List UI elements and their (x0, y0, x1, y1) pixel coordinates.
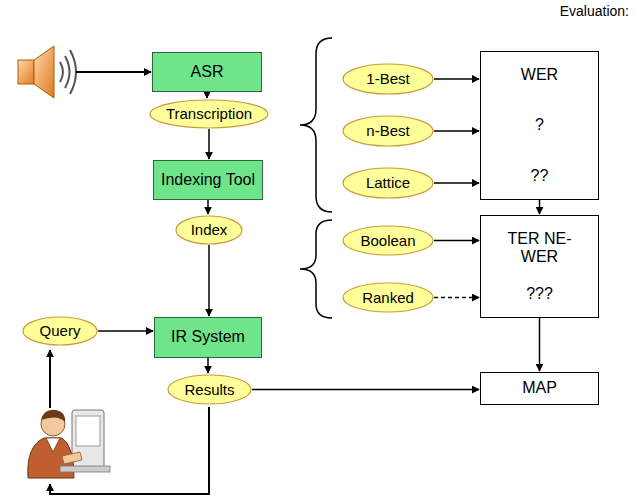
data-ellipse: 1-Best (342, 63, 434, 95)
flow-arrow (252, 389, 479, 391)
text-stack: WER??? (521, 66, 558, 185)
process-box: ASR (152, 52, 262, 92)
node-text: 1-Best (366, 70, 409, 87)
data-ellipse: Index (175, 215, 243, 245)
text-stack: MAP (522, 379, 557, 397)
text-stack: Indexing Tool (161, 171, 255, 189)
text-stack: Transcription (166, 105, 252, 122)
flow-arrow (539, 318, 541, 371)
text-stack: Results (184, 381, 234, 398)
audio-arrow (76, 71, 151, 73)
node-text: WER (521, 66, 558, 84)
node-text: ?? (531, 167, 549, 185)
text-stack: IR System (171, 328, 245, 346)
flow-arrow (208, 245, 210, 316)
flow-arrow (206, 92, 208, 98)
node-text: Ranked (362, 289, 414, 306)
process-box: Indexing Tool (153, 160, 263, 200)
text-stack: Boolean (360, 232, 415, 249)
text-stack: Index (191, 221, 228, 238)
data-ellipse: Lattice (342, 167, 434, 199)
flow-arrow (434, 240, 479, 242)
process-box: IR System (154, 317, 262, 358)
node-text: Lattice (366, 174, 410, 191)
flow-arrow (434, 182, 479, 184)
node-text: Results (184, 381, 234, 398)
node-text: Index (191, 221, 228, 238)
node-text: ??? (526, 285, 553, 303)
node-text: n-Best (366, 122, 409, 139)
user-illustration (28, 410, 110, 478)
node-text: ASR (191, 63, 224, 81)
flow-arrow (434, 297, 479, 299)
data-ellipse: n-Best (342, 115, 434, 147)
text-stack: Lattice (366, 174, 410, 191)
data-ellipse: Query (22, 316, 98, 346)
node-text: TER NE-WER (504, 230, 576, 267)
node-text: IR System (171, 328, 245, 346)
curly-brace (300, 220, 332, 318)
evaluation-box: MAP (480, 372, 599, 405)
node-text: MAP (522, 379, 557, 397)
flow-arrow (434, 78, 479, 80)
text-stack: Query (40, 322, 81, 339)
text-stack: ASR (191, 63, 224, 81)
data-ellipse: Ranked (342, 282, 434, 313)
evaluation-box: WER??? (480, 51, 599, 200)
text-stack: TER NE-WER??? (504, 230, 576, 303)
evaluation-box: TER NE-WER??? (480, 215, 599, 318)
speaker-icon (18, 46, 76, 98)
query-arrow (49, 350, 51, 408)
text-stack: 1-Best (366, 70, 409, 87)
flow-arrow (539, 200, 541, 214)
node-text: Indexing Tool (161, 171, 255, 189)
node-text: ? (535, 116, 544, 134)
flow-arrow (434, 130, 479, 132)
feedback-arrow (50, 407, 209, 494)
data-ellipse: Transcription (149, 99, 269, 129)
curly-brace (300, 38, 332, 212)
text-stack: Ranked (362, 289, 414, 306)
data-ellipse: Boolean (342, 225, 434, 256)
flow-arrow (98, 330, 153, 332)
flow-arrow (207, 200, 209, 214)
node-text: Query (40, 322, 81, 339)
data-ellipse: Results (167, 374, 252, 405)
text-stack: n-Best (366, 122, 409, 139)
flow-arrow (207, 358, 209, 373)
node-text: Transcription (166, 105, 252, 122)
heading-label: Evaluation: (560, 3, 629, 19)
node-text: Boolean (360, 232, 415, 249)
flow-arrow (208, 129, 210, 159)
